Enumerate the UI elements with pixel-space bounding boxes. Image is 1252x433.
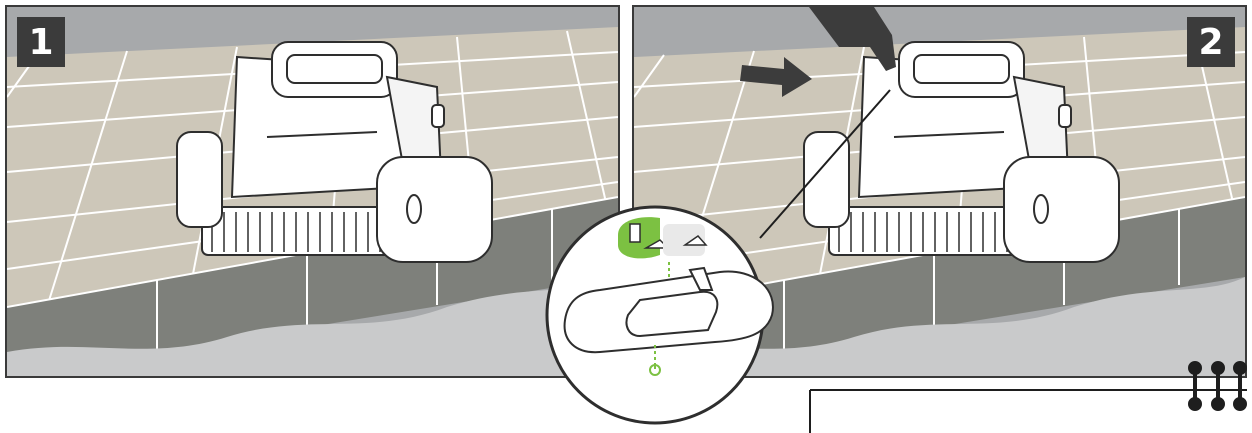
pool-scene-2 (634, 7, 1245, 376)
step-number-badge: 2 (1187, 17, 1235, 67)
step-1-panel: 1 (5, 5, 620, 378)
step-2-panel: 2 (632, 5, 1247, 378)
pool-scene-1 (7, 7, 618, 376)
step-number-badge: 1 (17, 17, 65, 67)
